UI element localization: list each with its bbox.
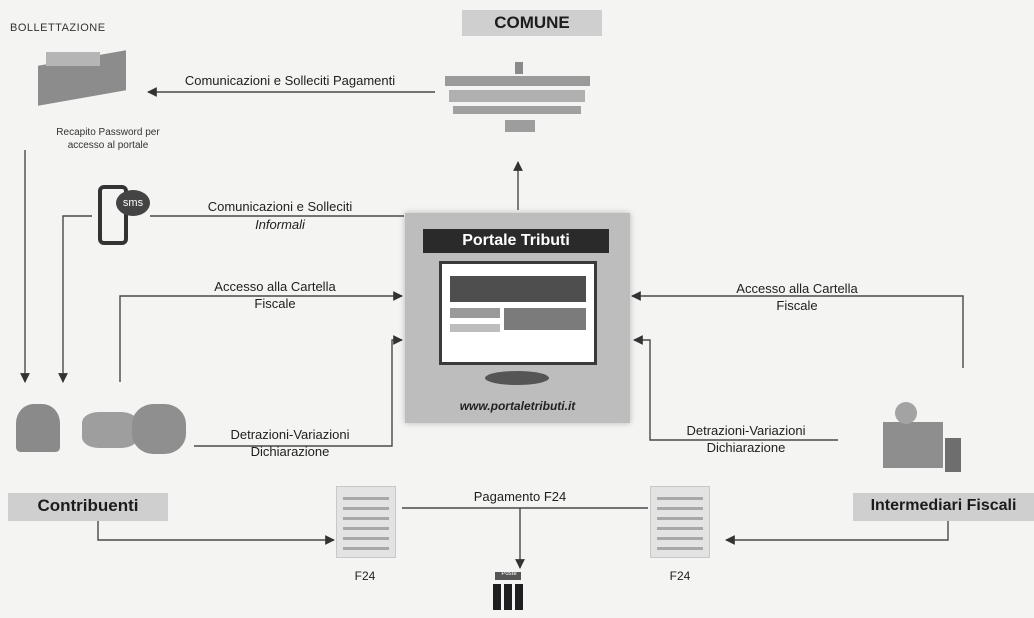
office-icon	[875, 398, 975, 476]
edge-accesso-right	[631, 291, 964, 368]
edge-label-detrazioni-left: Detrazioni-Variazioni Dichiarazione	[230, 427, 350, 459]
edge-label-detrazioni-right: Detrazioni-Variazioni Dichiarazione	[686, 423, 806, 455]
f24-document-icon	[336, 486, 396, 558]
edge-intermediari-to-f24	[725, 520, 949, 545]
bollettazione-label: BOLLETTAZIONE	[10, 22, 106, 34]
bank-label: Poste	[501, 571, 517, 577]
intermediari-title: Intermediari Fiscali	[853, 493, 1034, 521]
building-icon	[445, 62, 590, 134]
bank-icon: Poste	[483, 571, 533, 618]
edge-label-sms: Comunicazioni e Solleciti	[207, 199, 353, 214]
monitor-icon	[439, 261, 597, 365]
edge-contribuenti-to-f24	[97, 520, 335, 545]
comune-title: COMUNE	[462, 10, 602, 36]
edge-label-accesso-right: Accesso alla Cartella Fiscale	[736, 281, 858, 313]
portale-url[interactable]: www.portaletributi.it	[459, 399, 576, 413]
sms-icon: sms	[116, 190, 150, 216]
edge-label-informali: Informali	[255, 217, 305, 232]
f24-document-icon	[650, 486, 710, 558]
bollettazione-caption: Recapito Password per accesso al portale	[56, 127, 160, 151]
portale-title: Portale Tributi	[423, 229, 609, 253]
f24-right-label: F24	[669, 569, 691, 583]
people-icon	[12, 390, 192, 470]
mail-icon	[32, 44, 132, 112]
edge-label-pagamento: Pagamento F24	[473, 489, 567, 504]
contribuenti-title: Contribuenti	[8, 493, 168, 521]
edge-accesso-left	[119, 291, 403, 382]
edge-label-comunicazioni: Comunicazioni e Solleciti Pagamenti	[184, 73, 396, 88]
edge-detrazioni-left	[194, 335, 403, 447]
f24-left-label: F24	[354, 569, 376, 583]
edge-detrazioni-right	[633, 335, 838, 441]
portale-tributi[interactable]: Portale Tributi www.portaletributi.it	[405, 213, 630, 423]
monitor-stand	[485, 371, 549, 385]
edge-label-accesso-left: Accesso alla Cartella Fiscale	[214, 279, 336, 311]
